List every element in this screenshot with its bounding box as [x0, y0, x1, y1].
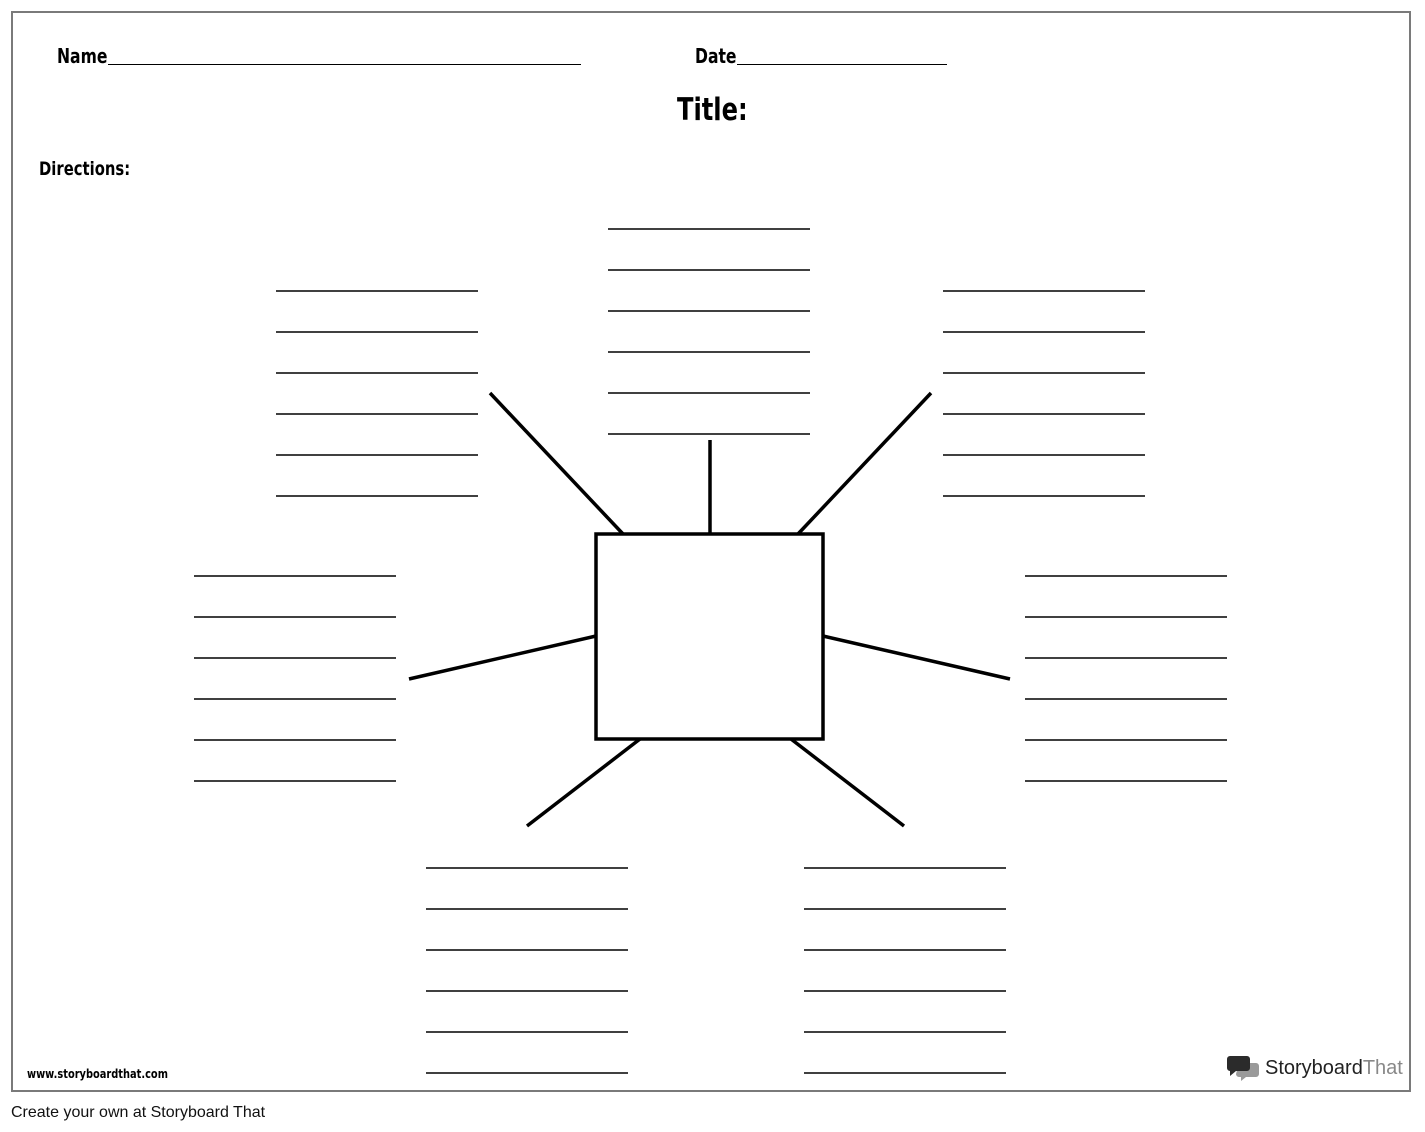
page-title: Title:	[0, 92, 1425, 128]
writing-lines-left[interactable]	[194, 575, 396, 782]
name-label: Name	[57, 44, 108, 68]
writing-lines-bottom-right[interactable]	[804, 867, 1006, 1074]
spoke-top-right	[796, 391, 933, 536]
storyboardthat-logo: StoryboardThat	[1227, 1055, 1403, 1081]
writing-lines-bottom-left[interactable]	[426, 867, 628, 1074]
name-field[interactable]	[108, 64, 581, 65]
date-field[interactable]	[737, 64, 947, 65]
speech-bubbles-icon	[1227, 1056, 1259, 1081]
spoke-lines	[408, 391, 1011, 828]
footer-url: www.storyboardthat.com	[27, 1067, 168, 1081]
date-label: Date	[695, 44, 737, 68]
brand-secondary: That	[1362, 1056, 1403, 1079]
center-box[interactable]	[594, 532, 825, 741]
title-label: Title:	[677, 92, 748, 128]
writing-lines-right[interactable]	[1025, 575, 1227, 782]
spoke-bottom-left	[525, 737, 642, 828]
spoke-top-left	[488, 391, 625, 536]
create-your-own-caption: Create your own at Storyboard That	[11, 1104, 266, 1121]
writing-lines-top-right[interactable]	[943, 290, 1145, 497]
writing-lines-top-left[interactable]	[276, 290, 478, 497]
brand-primary: Storyboard	[1265, 1056, 1363, 1079]
brand-name: StoryboardThat	[1265, 1057, 1403, 1080]
spoke-right	[822, 634, 1011, 681]
spoke-bottom-right	[789, 737, 906, 828]
directions-label: Directions:	[39, 158, 131, 180]
writing-lines-top[interactable]	[608, 228, 810, 435]
spoke-left	[408, 634, 597, 681]
